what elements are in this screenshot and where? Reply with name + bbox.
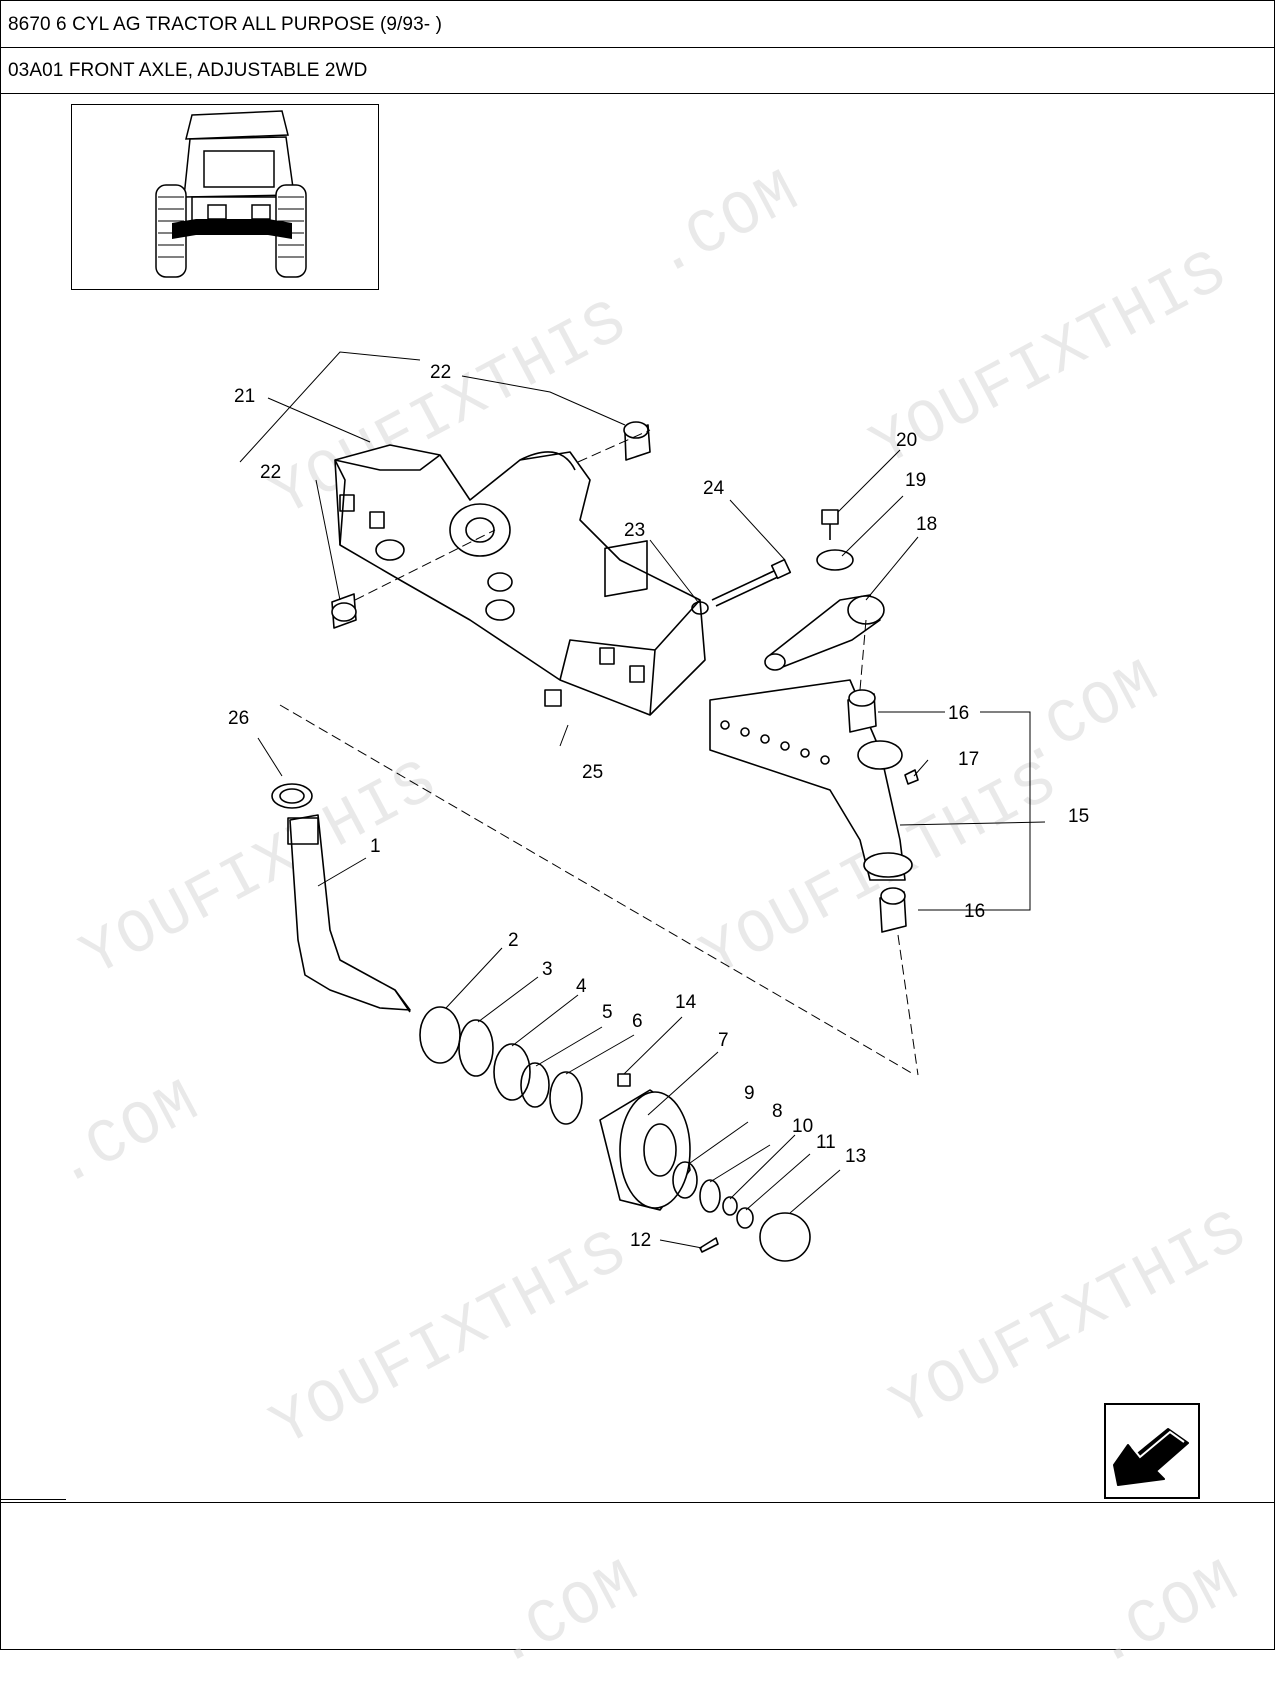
callout-10: 10 <box>792 1116 813 1137</box>
bushing-22-lower <box>331 593 357 629</box>
callout-11: 11 <box>816 1132 836 1153</box>
bushing-22-upper <box>623 421 651 461</box>
axle-beam <box>334 444 706 716</box>
footer-tick <box>0 1499 66 1500</box>
callout-22: 22 <box>260 462 281 483</box>
callout-24: 24 <box>703 478 725 499</box>
callout-21: 21 <box>234 386 255 407</box>
bearing-cup-6 <box>549 1071 583 1125</box>
axle-extension-15 <box>709 679 913 881</box>
callout-2: 2 <box>508 930 519 951</box>
callout-22: 22 <box>430 362 451 383</box>
seal-2 <box>419 1006 461 1064</box>
bolt-20 <box>821 509 839 540</box>
arrow-left-down-icon <box>1113 1428 1189 1486</box>
callout-13: 13 <box>845 1146 866 1167</box>
cotter-pin-12 <box>699 1237 719 1253</box>
bushing-16-upper <box>847 689 877 733</box>
grease-fitting-14 <box>617 1073 631 1087</box>
callout-6: 6 <box>632 1011 643 1032</box>
front-axle-exploded-diagram: 22 21 22 20 19 18 24 23 25 26 1 2 3 4 5 … <box>228 351 1089 1262</box>
callout-23: 23 <box>624 520 645 541</box>
callout-7: 7 <box>718 1030 729 1051</box>
callout-18: 18 <box>916 514 937 535</box>
callout-16: 16 <box>964 901 985 922</box>
wheel-hub-7 <box>599 1089 691 1211</box>
tractor-thumbnail <box>71 104 379 290</box>
navigation-arrow-box[interactable] <box>1104 1403 1200 1499</box>
callout-1: 1 <box>370 836 381 857</box>
steering-arm-18 <box>764 594 885 671</box>
callout-5: 5 <box>602 1002 613 1023</box>
bearing-cone-8 <box>699 1179 721 1213</box>
callout-4: 4 <box>576 976 587 997</box>
header-bottom-divider <box>0 93 1275 94</box>
bushing-16-lower <box>879 887 907 933</box>
bearing-cone-5 <box>520 1062 550 1108</box>
callout-14: 14 <box>675 992 697 1013</box>
bearing-cup-9 <box>672 1161 698 1199</box>
callout-8: 8 <box>772 1101 783 1122</box>
bearing-cup-4 <box>493 1043 531 1101</box>
header-divider <box>0 47 1275 48</box>
spindle-1 <box>271 783 411 1013</box>
tractor-front-view-icon <box>155 110 307 278</box>
nut-25 <box>544 689 562 707</box>
footer-divider <box>0 1502 1275 1503</box>
nut-11 <box>736 1207 754 1229</box>
callout-12: 12 <box>630 1230 651 1251</box>
washer-10 <box>722 1196 738 1216</box>
model-title: 8670 6 CYL AG TRACTOR ALL PURPOSE (9/93-… <box>8 14 442 35</box>
previous-page-button[interactable] <box>1106 1405 1198 1497</box>
callout-3: 3 <box>542 959 553 980</box>
callout-26: 26 <box>228 708 249 729</box>
hub-cap-13 <box>759 1212 811 1262</box>
callout-15: 15 <box>1068 806 1089 827</box>
callout-16: 16 <box>948 703 969 724</box>
callout-17: 17 <box>958 749 979 770</box>
callout-20: 20 <box>896 430 917 451</box>
callout-25: 25 <box>582 762 603 783</box>
bolt-24 <box>711 558 792 607</box>
grease-fitting-17 <box>904 769 919 785</box>
callout-19: 19 <box>905 470 926 491</box>
washer-19 <box>816 549 854 571</box>
callout-9: 9 <box>744 1083 755 1104</box>
seal-3 <box>458 1019 494 1077</box>
washer-23 <box>691 601 709 615</box>
section-title: 03A01 FRONT AXLE, ADJUSTABLE 2WD <box>8 60 368 81</box>
